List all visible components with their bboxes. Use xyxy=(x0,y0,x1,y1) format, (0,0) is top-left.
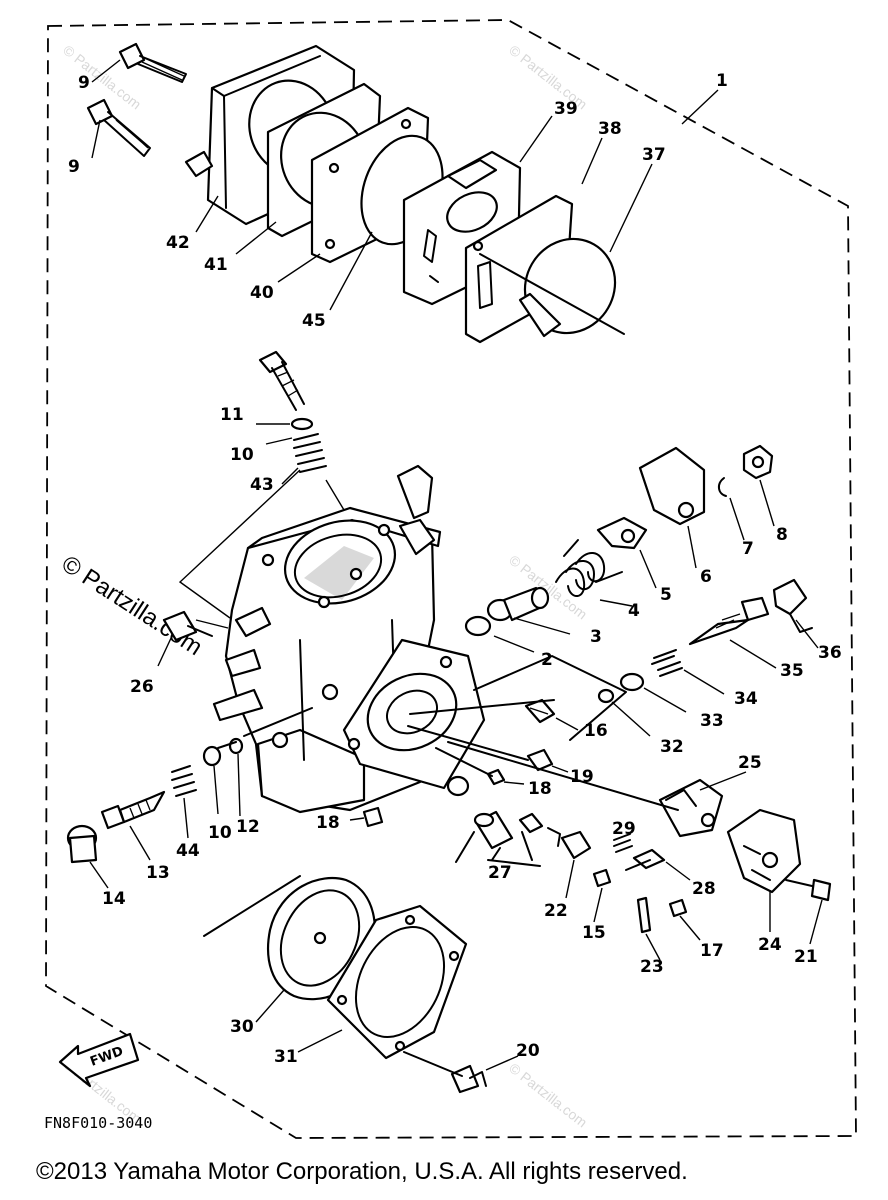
needle-35 xyxy=(688,596,770,646)
cap-14 xyxy=(66,824,98,864)
callout-11: 11 xyxy=(220,405,244,425)
washer-33 xyxy=(619,672,645,692)
piston-27 xyxy=(473,810,514,850)
o-ring-27 xyxy=(446,775,470,797)
spring-4 xyxy=(555,539,623,597)
pin-23 xyxy=(636,896,652,934)
fwd-direction-marker: FWD xyxy=(58,1032,140,1088)
callout-42: 42 xyxy=(166,233,190,253)
washer-10-upper xyxy=(290,417,314,431)
pump-cover-31 xyxy=(326,904,468,1060)
throttle-cam-6 xyxy=(638,446,706,526)
callout-2: 2 xyxy=(541,650,553,670)
spring-44 xyxy=(171,765,197,797)
callout-44: 44 xyxy=(176,841,200,861)
callout-10-upper: 10 xyxy=(230,445,254,465)
screw-20 xyxy=(450,1064,487,1094)
callout-6: 6 xyxy=(700,567,712,587)
shaft-3 xyxy=(486,586,550,622)
callout-9-lower: 9 xyxy=(68,157,80,177)
screw-18-left xyxy=(362,806,384,828)
callout-18-right: 18 xyxy=(528,779,552,799)
callout-15: 15 xyxy=(582,923,606,943)
fitting-26 xyxy=(162,610,213,642)
callout-10-lower: 10 xyxy=(208,823,232,843)
washer-2 xyxy=(464,615,492,637)
screw-21 xyxy=(785,878,832,902)
callout-12: 12 xyxy=(236,817,260,837)
bolt-9-upper xyxy=(118,42,187,83)
nut-8 xyxy=(742,444,774,480)
callout-7: 7 xyxy=(742,539,754,559)
clip-7 xyxy=(718,477,727,497)
o-ring-32 xyxy=(597,688,615,704)
callout-16: 16 xyxy=(584,721,608,741)
callout-19: 19 xyxy=(570,767,594,787)
callout-8: 8 xyxy=(776,525,788,545)
callout-26: 26 xyxy=(130,677,154,697)
callout-30: 30 xyxy=(230,1017,254,1037)
lever-36 xyxy=(772,578,813,633)
screw-15 xyxy=(592,868,612,888)
copyright-notice: ©2013 Yamaha Motor Corporation, U.S.A. A… xyxy=(36,1158,688,1185)
callout-22: 22 xyxy=(544,901,568,921)
callout-1: 1 xyxy=(716,71,728,91)
screw-17 xyxy=(668,898,688,918)
callout-25: 25 xyxy=(738,753,762,773)
check-valve-37 xyxy=(518,237,617,338)
callout-36: 36 xyxy=(818,643,842,663)
callout-9-upper: 9 xyxy=(78,73,90,93)
callout-21: 21 xyxy=(794,947,818,967)
callout-32: 32 xyxy=(660,737,684,757)
screw-18-right xyxy=(486,768,506,786)
washer-10-lower xyxy=(202,745,222,767)
figure-code: FN8F010-3040 xyxy=(44,1114,152,1132)
callout-17: 17 xyxy=(700,941,724,961)
screw-11 xyxy=(258,350,305,411)
assembly-boundary xyxy=(45,19,857,1139)
jet-19 xyxy=(526,748,554,772)
callout-27: 27 xyxy=(488,863,512,883)
callout-38: 38 xyxy=(598,119,622,139)
bolt-9-lower xyxy=(86,98,151,157)
callout-24: 24 xyxy=(758,935,782,955)
plate-25 xyxy=(658,778,724,838)
callout-20: 20 xyxy=(516,1041,540,1061)
valve-27 xyxy=(518,812,544,834)
callout-35: 35 xyxy=(780,661,804,681)
lever-28 xyxy=(625,848,666,871)
callout-37: 37 xyxy=(642,145,666,165)
watermark-bottom-right: © Partzilla.com xyxy=(506,1060,590,1131)
callout-5: 5 xyxy=(660,585,672,605)
spring-34 xyxy=(651,649,683,677)
callout-3: 3 xyxy=(590,627,602,647)
cover-24 xyxy=(726,808,802,894)
watermark-partzilla: © Partzilla.com xyxy=(57,550,207,661)
callout-14: 14 xyxy=(102,889,126,909)
callout-4: 4 xyxy=(628,601,640,621)
callout-34: 34 xyxy=(734,689,758,709)
callout-33: 33 xyxy=(700,711,724,731)
callout-13: 13 xyxy=(146,863,170,883)
callout-18-left: 18 xyxy=(316,813,340,833)
callout-45: 45 xyxy=(302,311,326,331)
callout-29: 29 xyxy=(612,819,636,839)
spring-29 xyxy=(613,833,633,853)
lever-5 xyxy=(596,516,648,550)
watermark-top-right: © Partzilla.com xyxy=(506,42,590,113)
callout-28: 28 xyxy=(692,879,716,899)
callout-23: 23 xyxy=(640,957,664,977)
callout-40: 40 xyxy=(250,283,274,303)
bracket-22 xyxy=(547,827,592,860)
idle-screw-13 xyxy=(100,790,166,830)
callout-41: 41 xyxy=(204,255,228,275)
spring-43 xyxy=(293,433,327,473)
callout-43: 43 xyxy=(250,475,274,495)
callout-39: 39 xyxy=(554,99,578,119)
callout-31: 31 xyxy=(274,1047,298,1067)
